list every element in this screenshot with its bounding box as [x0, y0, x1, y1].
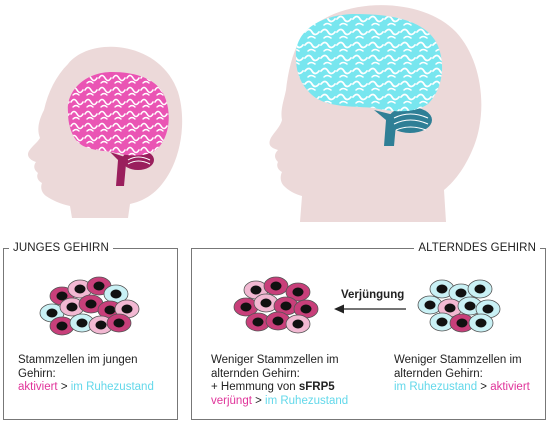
- young-caption: Stammzellen im jungen Gehirn: aktiviert …: [18, 354, 154, 395]
- state-active: aktiviert: [18, 381, 58, 393]
- state-active: aktiviert: [490, 381, 530, 393]
- aging-caption-states: im Ruhezustand > aktiviert: [394, 381, 530, 395]
- stem-cell: [429, 279, 455, 299]
- state-separator: >: [57, 381, 71, 393]
- aging-caption-line1: Weniger Stammzellen im: [394, 354, 522, 366]
- stem-cell: [263, 276, 289, 296]
- stem-cell: [437, 298, 463, 318]
- stem-cell: [253, 293, 279, 313]
- arrow-left-icon: [334, 304, 406, 314]
- rejuvenated-caption-line2: alternden Gehirn:: [211, 367, 300, 380]
- state-separator: >: [477, 381, 491, 393]
- stem-cell: [59, 297, 85, 317]
- state-resting: im Ruhezustand: [265, 394, 349, 407]
- inhibition-prefix: + Hemmung von: [211, 381, 299, 393]
- stem-cell: [429, 312, 455, 332]
- young-caption-line1: Stammzellen im jungen: [18, 354, 138, 366]
- stem-cell: [49, 316, 75, 336]
- panel-title-young: JUNGES GEHIRN: [9, 242, 113, 255]
- stem-cell: [67, 279, 93, 299]
- inhibition-target: sFRP5: [298, 381, 335, 393]
- rejuvenated-caption-line3: + Hemmung von sFRP5: [211, 381, 348, 395]
- resting-stem-cell-cluster: [417, 279, 501, 333]
- arrow-label: Verjüngung: [341, 289, 405, 301]
- stem-cell: [285, 314, 311, 334]
- stem-cell: [285, 282, 311, 302]
- young-caption-line2: Gehirn:: [18, 367, 56, 380]
- state-rejuvenated: verjüngt: [211, 394, 252, 407]
- state-separator: >: [251, 394, 266, 407]
- stem-cell: [106, 313, 132, 333]
- rejuvenated-stem-cell-cluster: [233, 276, 319, 334]
- stem-cell: [468, 313, 494, 333]
- aging-brain-panel: ALTERNDES GEHIRN: [191, 242, 546, 420]
- young-caption-states: aktiviert > im Ruhezustand: [18, 381, 154, 395]
- young-brain-panel: JUNGES GEHIRN: [3, 242, 178, 420]
- stem-cell: [417, 295, 443, 315]
- old-brain-icon: [295, 14, 443, 146]
- stem-cell: [293, 299, 319, 319]
- aging-caption-line2: alternden Gehirn:: [394, 367, 483, 380]
- young-brain-icon: [67, 72, 169, 186]
- rejuvenated-caption-line1: Weniger Stammzellen im: [211, 354, 339, 366]
- stem-cell: [69, 313, 95, 333]
- stem-cell: [233, 297, 259, 317]
- state-resting: im Ruhezustand: [394, 381, 478, 393]
- stem-cell: [467, 279, 493, 299]
- aging-caption: Weniger Stammzellen im alternden Gehirn:…: [394, 354, 530, 395]
- panel-title-old: ALTERNDES GEHIRN: [414, 242, 540, 255]
- rejuvenated-caption: Weniger Stammzellen im alternden Gehirn:…: [211, 354, 348, 408]
- young-stem-cell-cluster: [39, 276, 140, 336]
- rejuvenated-caption-states: verjüngt > im Ruhezustand: [211, 395, 348, 409]
- state-resting: im Ruhezustand: [70, 381, 154, 393]
- stem-cell: [78, 294, 104, 314]
